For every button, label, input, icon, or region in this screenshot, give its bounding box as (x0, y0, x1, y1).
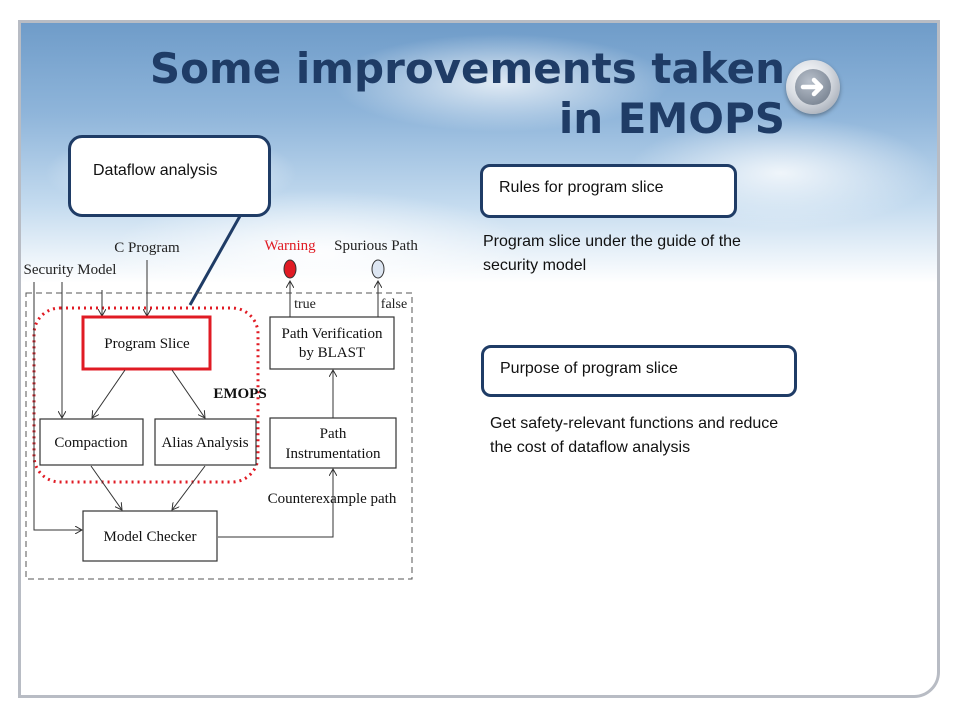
spurious-path-label: Spurious Path (334, 238, 418, 254)
path-verification-node (269, 316, 395, 370)
compaction-label: Compaction (54, 435, 128, 451)
purpose-label: Purpose of program slice (500, 360, 678, 377)
true-label: true (294, 297, 316, 312)
path-verification-line1: Path Verification (282, 326, 383, 342)
purpose-description: Get safety-relevant functions and reduce… (490, 412, 910, 460)
path-instrumentation-line2: Instrumentation (286, 446, 381, 462)
compaction-node (39, 418, 144, 466)
path-verification-line2: by BLAST (299, 345, 365, 361)
system-boundary (25, 292, 413, 580)
purpose-text-line-1: Get safety-relevant functions and reduce (490, 415, 779, 432)
title-line-1: Some improvements taken (149, 44, 785, 93)
slide-title: Some improvements taken in EMOPS (85, 44, 785, 144)
path-instrumentation-line1: Path (320, 426, 347, 442)
program-slice-node (81, 315, 212, 371)
rules-text-line-1: Program slice under the guide of the (483, 233, 741, 250)
warning-label: Warning (264, 238, 316, 254)
alias-analysis-node (154, 418, 257, 466)
purpose-text-line-2: the cost of dataflow analysis (490, 439, 691, 456)
program-slice-label: Program Slice (104, 336, 190, 352)
c-program-label: C Program (114, 240, 180, 256)
callout-pointer (188, 215, 242, 306)
callout-text: Dataflow analysis (93, 162, 218, 179)
alias-analysis-label: Alias Analysis (161, 435, 248, 451)
model-checker-label: Model Checker (104, 529, 197, 545)
counterexample-path-label: Counterexample path (268, 491, 397, 507)
spurious-path-node (371, 259, 385, 279)
title-line-2: in EMOPS (558, 94, 785, 143)
security-model-label: Security Model (24, 262, 117, 278)
emops-label: EMOPS (213, 386, 266, 402)
rules-label: Rules for program slice (499, 179, 664, 196)
purpose-label-box: Purpose of program slice (481, 345, 797, 397)
warning-node (283, 259, 297, 279)
arrow-right-icon (800, 77, 824, 97)
model-checker-node (82, 510, 218, 562)
dataflow-callout: Dataflow analysis (68, 135, 271, 217)
false-label: false (381, 297, 407, 312)
rules-text-line-2: security model (483, 257, 587, 274)
rules-description: Program slice under the guide of the sec… (483, 230, 903, 278)
rules-label-box: Rules for program slice (480, 164, 737, 218)
next-slide-button[interactable] (786, 60, 840, 114)
